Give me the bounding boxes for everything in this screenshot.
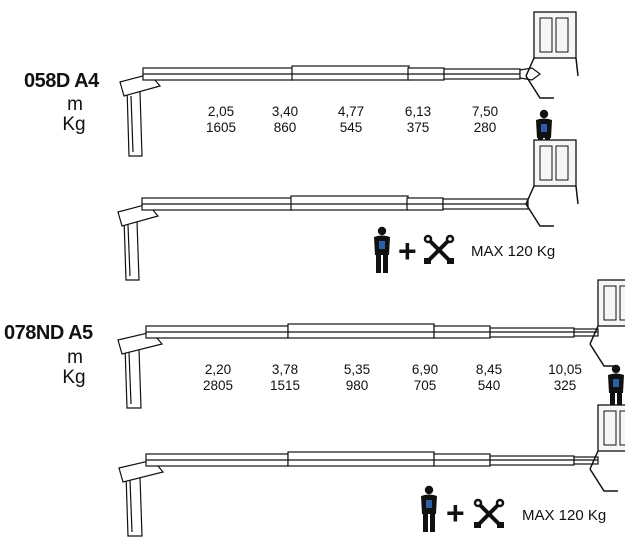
unit-m-label: m — [67, 347, 83, 368]
reach-value: 6,13 — [404, 104, 432, 119]
load-value: 705 — [413, 378, 437, 393]
load-value: 545 — [339, 120, 363, 135]
model-058d-a4-label: 058D A4 — [24, 70, 99, 92]
reach-value: 4,77 — [337, 104, 365, 119]
operator-icon — [421, 485, 437, 532]
reach-value: 3,78 — [271, 362, 299, 377]
max-load-label: MAX 120 Kg — [471, 243, 556, 260]
unit-m-label: m — [67, 94, 83, 115]
svg-text:+: + — [446, 495, 465, 531]
load-value: 1515 — [269, 378, 301, 393]
reach-value: 2,20 — [204, 362, 232, 377]
svg-text:+: + — [398, 233, 417, 269]
load-value: 325 — [553, 378, 577, 393]
load-value: 280 — [473, 120, 497, 135]
reach-value: 8,45 — [475, 362, 503, 377]
reach-value: 5,35 — [343, 362, 371, 377]
load-value: 2805 — [202, 378, 234, 393]
load-value: 540 — [477, 378, 501, 393]
crane-078nd-a5-icon — [117, 323, 599, 409]
load-value: 860 — [273, 120, 297, 135]
crane-078nd-a5-basket-icon — [118, 451, 599, 537]
operator-icon — [608, 364, 624, 411]
tools-icon — [472, 498, 506, 530]
operator-icon — [374, 226, 390, 273]
load-value: 980 — [345, 378, 369, 393]
reach-value: 10,05 — [548, 362, 582, 377]
model-078nd-a5-label: 078ND A5 — [4, 322, 93, 344]
reach-value: 3,40 — [271, 104, 299, 119]
load-value: 1605 — [205, 120, 237, 135]
load-value: 375 — [406, 120, 430, 135]
tools-icon — [422, 234, 456, 266]
crane-058d-a4-icon — [119, 65, 541, 157]
unit-kg-label: Kg — [62, 367, 86, 388]
crane-058d-a4-basket-icon — [117, 195, 529, 281]
reach-value: 7,50 — [471, 104, 499, 119]
unit-kg-label: Kg — [62, 114, 86, 135]
reach-value: 2,05 — [207, 104, 235, 119]
max-load-label: MAX 120 Kg — [522, 507, 607, 524]
reach-value: 6,90 — [411, 362, 439, 377]
